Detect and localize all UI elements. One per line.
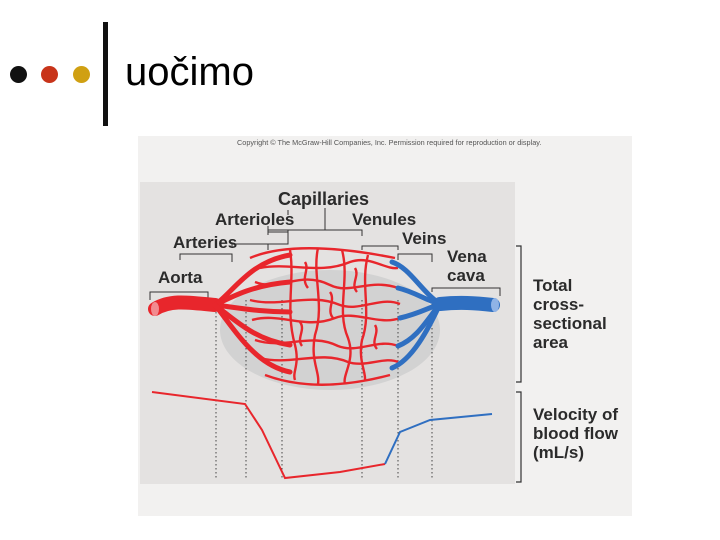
bullet-dot-black — [10, 66, 27, 83]
label-arteries: Arteries — [173, 233, 237, 252]
title-divider — [103, 22, 108, 126]
label-total-1: Total — [533, 276, 572, 295]
capillary-network — [249, 247, 401, 386]
label-aorta: Aorta — [158, 268, 203, 287]
label-cava: cava — [447, 266, 485, 285]
copyright-notice: Copyright © The McGraw-Hill Companies, I… — [237, 138, 542, 147]
label-velocity-2: blood flow — [533, 424, 619, 443]
label-brackets — [149, 208, 501, 300]
label-total-4: area — [533, 333, 569, 352]
side-brackets — [516, 245, 522, 483]
label-total-2: cross- — [533, 295, 584, 314]
slide-title: uočimo — [125, 50, 254, 94]
velocity-curve — [151, 391, 493, 480]
label-velocity-3: (mL/s) — [533, 443, 584, 462]
bullet-dot-gold — [73, 66, 90, 83]
venous-vessels — [389, 259, 500, 371]
arterial-vessels — [148, 252, 293, 375]
label-total-3: sectional — [533, 314, 607, 333]
label-vena: Vena — [447, 247, 487, 266]
bullet-dot-red — [41, 66, 58, 83]
label-capillaries: Capillaries — [278, 189, 369, 209]
label-venules: Venules — [352, 210, 416, 229]
label-veins: Veins — [402, 229, 446, 248]
label-arterioles: Arterioles — [215, 210, 294, 229]
label-velocity-1: Velocity of — [533, 405, 618, 424]
